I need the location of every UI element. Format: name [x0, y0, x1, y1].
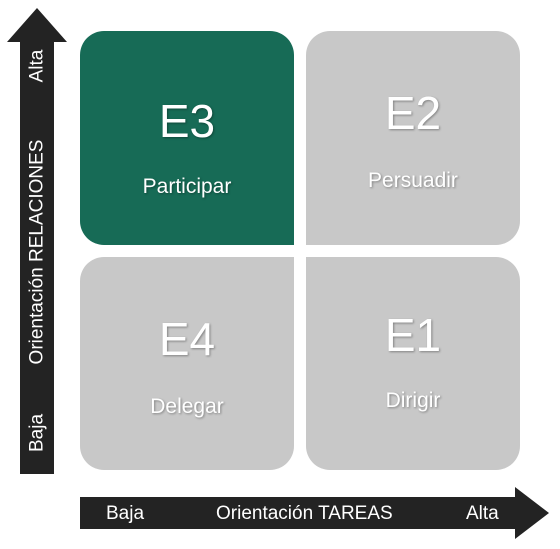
quadrant-e4-label: Delegar — [150, 395, 224, 418]
quadrant-e4-code: E4 — [158, 313, 216, 365]
quadrant-e2-label: Persuadir — [368, 169, 458, 192]
x-axis-low-label: Baja — [106, 503, 145, 524]
quadrant-e2[interactable]: E2 Persuadir — [306, 31, 520, 245]
quadrant-e3[interactable]: E3 Participar — [80, 31, 294, 245]
x-axis-arrow — [80, 487, 549, 539]
y-axis-title: Orientación RELACIONES — [26, 139, 48, 365]
y-axis-high-label: Alta — [26, 49, 48, 83]
quadrant-e1[interactable]: E1 Dirigir — [306, 257, 520, 470]
x-axis-title: Orientación TAREAS — [216, 503, 393, 524]
quadrant-e1-label: Dirigir — [385, 389, 441, 412]
x-axis-high-label: Alta — [466, 503, 499, 524]
quadrant-e1-code: E1 — [384, 309, 442, 361]
quadrant-e3-label: Participar — [142, 175, 232, 198]
y-axis-arrow — [7, 8, 67, 474]
quadrant-e2-code: E2 — [384, 87, 442, 139]
quadrant-e4[interactable]: E4 Delegar — [80, 257, 294, 470]
quadrant-e3-code: E3 — [158, 95, 216, 147]
y-axis-low-label: Baja — [26, 413, 48, 453]
